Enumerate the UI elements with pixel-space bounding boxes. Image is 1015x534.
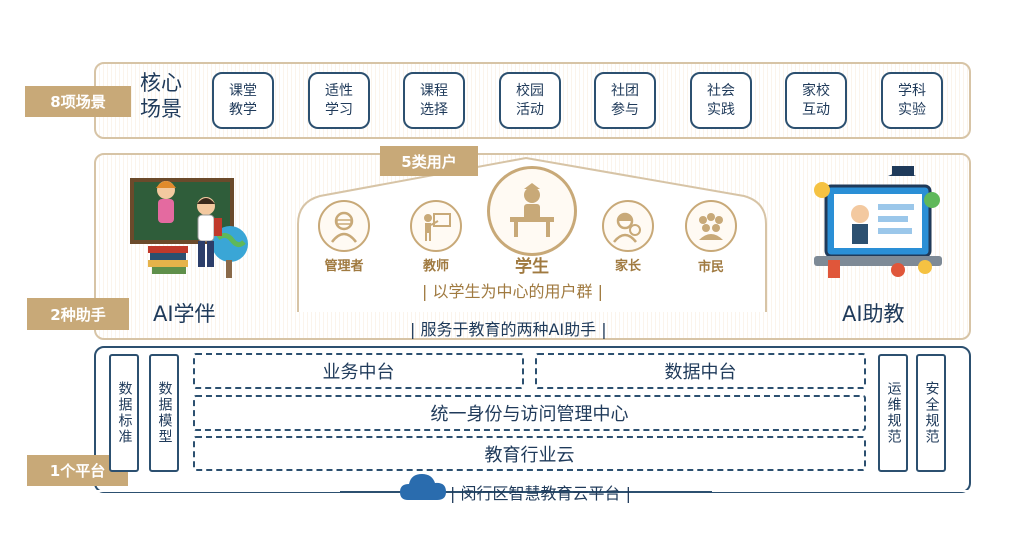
citizen-icon: [685, 200, 737, 252]
identity-access-center: 统一身份与访问管理中心: [193, 395, 866, 431]
scenes-label: 8项场景: [25, 86, 131, 117]
data-standard-box: 数据标准: [109, 354, 139, 472]
platform-name-rule-left: [94, 490, 340, 492]
scene-box: 社团参与: [594, 72, 656, 129]
user-label-parent: 家长: [614, 259, 641, 274]
scene-box: 家校互动: [785, 72, 847, 129]
scene-box: 适性学习: [308, 72, 370, 129]
user-label-student: 学生: [515, 257, 549, 277]
core-scenes-title: 核心 场景: [140, 70, 182, 122]
user-label-manager: 管理者: [324, 259, 364, 274]
scene-box: 课堂教学: [212, 72, 274, 129]
ai-teaching-assistant-title: AI助教: [842, 302, 905, 326]
business-middle-platform: 业务中台: [193, 353, 524, 389]
assistants-caption: | 服务于教育的两种AI助手 |: [410, 320, 607, 339]
scene-line1: 课堂: [229, 82, 257, 99]
student-icon: [487, 166, 577, 256]
parent-icon: [602, 200, 654, 252]
user-label-citizen: 市民: [697, 260, 724, 275]
scene-line1: 家校: [802, 82, 830, 99]
data-model-box: 数据模型: [149, 354, 179, 472]
user-types-tag: 5类用户: [380, 146, 478, 176]
assistants-label: 2种助手: [27, 298, 129, 330]
ai-companion-illustration: [126, 172, 250, 284]
data-middle-platform: 数据中台: [535, 353, 866, 389]
scene-line2: 活动: [516, 101, 544, 118]
scene-line2: 参与: [611, 101, 639, 118]
scene-line2: 互动: [802, 101, 830, 118]
scene-box: 社会实践: [690, 72, 752, 129]
ai-companion-title: AI学伴: [153, 302, 216, 326]
security-standard-box: 安全规范: [916, 354, 946, 472]
manager-icon: [318, 200, 370, 252]
scene-box: 校园活动: [499, 72, 561, 129]
scene-line1: 课程: [420, 82, 448, 99]
platform-name: | 闵行区智慧教育云平台 |: [450, 484, 631, 503]
platform-name-rule-right: [712, 490, 971, 492]
scene-line2: 实践: [707, 101, 735, 118]
education-cloud: 教育行业云: [193, 436, 866, 471]
scene-line1: 社团: [611, 82, 639, 99]
scene-box: 课程选择: [403, 72, 465, 129]
core-title-line2: 场景: [140, 97, 182, 121]
scene-line1: 校园: [516, 82, 544, 99]
scene-line1: 学科: [898, 82, 926, 99]
scene-line2: 学习: [325, 101, 353, 118]
user-group-caption: | 以学生为中心的用户群 |: [422, 282, 603, 301]
scene-line2: 选择: [420, 101, 448, 118]
cloud-icon: [400, 472, 446, 502]
teacher-icon: [410, 200, 462, 252]
ai-teaching-assistant-illustration: [808, 160, 948, 288]
ops-standard-box: 运维规范: [878, 354, 908, 472]
scene-line2: 教学: [229, 101, 257, 118]
scene-box: 学科实验: [881, 72, 943, 129]
scene-line1: 社会: [707, 82, 735, 99]
scene-line2: 实验: [898, 101, 926, 118]
scene-line1: 适性: [325, 82, 353, 99]
user-label-teacher: 教师: [422, 259, 449, 274]
core-title-line1: 核心: [140, 71, 182, 95]
